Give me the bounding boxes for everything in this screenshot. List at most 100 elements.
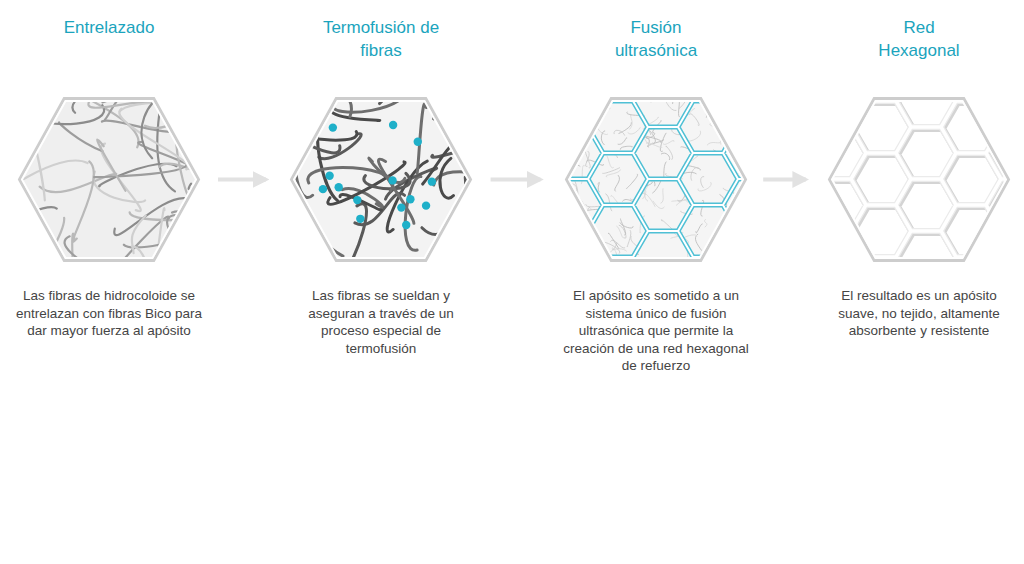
process-arrow bbox=[218, 178, 266, 182]
fusion-point bbox=[422, 201, 430, 209]
fiber bbox=[73, 161, 94, 241]
fusion-point bbox=[389, 121, 397, 129]
fiber bbox=[132, 215, 146, 253]
fiber bbox=[614, 130, 625, 135]
fiber bbox=[744, 155, 757, 161]
fiber bbox=[664, 162, 667, 178]
fiber bbox=[72, 50, 118, 112]
fiber bbox=[567, 210, 568, 229]
fiber bbox=[571, 138, 583, 140]
fiber bbox=[726, 218, 743, 221]
hexagon-border bbox=[567, 99, 746, 261]
fiber bbox=[405, 176, 421, 250]
fiber bbox=[568, 211, 582, 217]
fiber bbox=[378, 159, 413, 223]
fiber bbox=[82, 56, 112, 103]
process-step: Termofusión de fibrasLas fibras se sueld… bbox=[266, 8, 496, 357]
hex-grid bbox=[763, 25, 1024, 415]
hexagon-illustration bbox=[565, 97, 747, 262]
process-arrow bbox=[763, 178, 806, 182]
fiber bbox=[582, 108, 599, 112]
fiber bbox=[563, 105, 569, 119]
fiber bbox=[573, 226, 581, 242]
fiber bbox=[666, 146, 673, 160]
fusion-point bbox=[325, 172, 333, 180]
fiber bbox=[730, 244, 736, 255]
fiber bbox=[7, 144, 25, 196]
hexagon-inner-border bbox=[569, 101, 743, 258]
fiber bbox=[434, 172, 513, 187]
fiber bbox=[0, 225, 39, 259]
fiber bbox=[262, 119, 308, 177]
fiber bbox=[340, 195, 381, 211]
fiber bbox=[620, 146, 632, 149]
fiber bbox=[574, 89, 576, 99]
fiber bbox=[744, 218, 756, 220]
step-title: Entrelazado bbox=[9, 16, 209, 39]
process-step: EntrelazadoLas fibras de hidrocoloide se… bbox=[0, 8, 224, 340]
fiber bbox=[554, 112, 566, 119]
fiber bbox=[35, 218, 64, 270]
fiber bbox=[618, 137, 627, 144]
fiber bbox=[470, 181, 496, 245]
fiber bbox=[607, 156, 613, 168]
fiber bbox=[733, 223, 739, 236]
fiber bbox=[159, 164, 251, 191]
fiber bbox=[661, 220, 673, 230]
fiber bbox=[318, 123, 338, 201]
process-arrow bbox=[491, 178, 541, 182]
fiber bbox=[562, 99, 566, 107]
fiber bbox=[567, 230, 579, 234]
fiber bbox=[691, 167, 699, 180]
fusion-point bbox=[356, 215, 364, 223]
fiber bbox=[725, 222, 731, 231]
fiber bbox=[97, 139, 125, 190]
fiber bbox=[630, 115, 632, 129]
fiber bbox=[585, 88, 595, 98]
fiber bbox=[695, 234, 701, 250]
fusion-point bbox=[388, 176, 396, 184]
fiber bbox=[458, 81, 498, 105]
fiber bbox=[94, 164, 187, 177]
fiber bbox=[666, 103, 676, 111]
hexagon-border bbox=[20, 99, 199, 261]
step-description: Las fibras de hidrocoloide se entrelazan… bbox=[7, 287, 212, 340]
hexagon-illustration bbox=[18, 97, 200, 262]
fusion-point bbox=[319, 185, 327, 193]
fiber bbox=[663, 140, 674, 144]
fiber bbox=[615, 175, 620, 191]
fiber bbox=[626, 174, 638, 189]
fiber bbox=[729, 111, 738, 116]
fiber bbox=[561, 112, 578, 121]
illustration-ground bbox=[290, 97, 472, 262]
fiber bbox=[720, 97, 733, 103]
fiber bbox=[601, 131, 605, 145]
fiber bbox=[608, 233, 618, 249]
fusion-point bbox=[406, 195, 414, 203]
fiber bbox=[698, 182, 711, 191]
fiber bbox=[687, 131, 701, 141]
fusion-point bbox=[414, 137, 422, 145]
fiber bbox=[617, 226, 624, 238]
fiber bbox=[552, 129, 566, 134]
hex-grid-inner bbox=[498, 23, 873, 413]
illustration bbox=[498, 23, 873, 413]
hexagon-inner-border bbox=[294, 101, 468, 258]
fiber bbox=[457, 121, 515, 126]
fusion-point bbox=[428, 177, 436, 185]
illustration bbox=[761, 23, 1024, 414]
hex-grid bbox=[761, 23, 1024, 413]
fusion-point bbox=[334, 183, 342, 191]
hexagon-border bbox=[830, 99, 1009, 261]
fiber bbox=[59, 122, 103, 151]
hexagon-inner-border bbox=[832, 101, 1006, 258]
fiber bbox=[715, 106, 719, 124]
fiber bbox=[676, 200, 687, 205]
hexagon-illustration bbox=[828, 97, 1010, 262]
fiber bbox=[176, 235, 226, 292]
step-title: Fusión ultrasónica bbox=[600, 16, 712, 62]
fiber bbox=[602, 168, 619, 174]
step-description: El resultado es un apósito suave, no tej… bbox=[837, 287, 1002, 340]
fiber bbox=[577, 122, 595, 128]
fiber bbox=[704, 219, 707, 227]
